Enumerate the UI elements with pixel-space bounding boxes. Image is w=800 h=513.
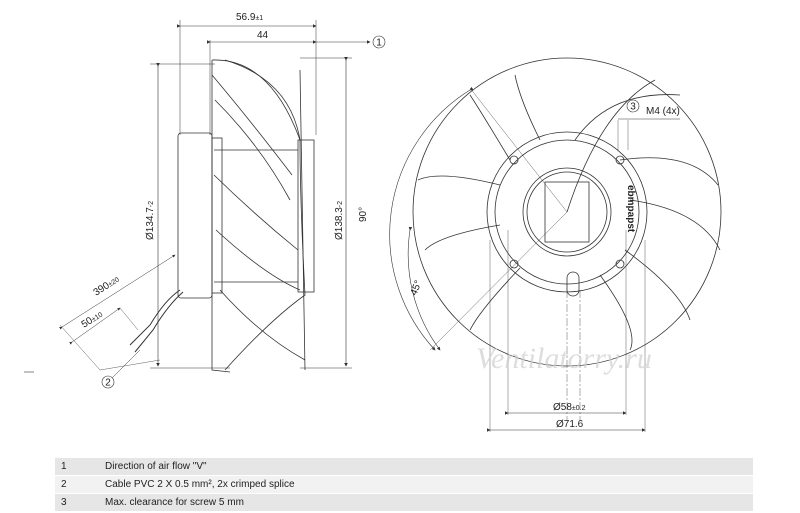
legend-number: 2 (55, 475, 99, 494)
legend-number: 3 (55, 493, 99, 512)
dim-cable-length: 390±20 (92, 274, 122, 299)
dim-width-total: 56.9±1 (236, 12, 263, 23)
dim-strip-length: 50±10 (80, 309, 105, 331)
dim-width-inner: 44 (257, 30, 269, 41)
brand-logo: ebmpapst (625, 185, 636, 233)
watermark: Ventilatorry.ru (476, 342, 652, 375)
legend-text: Direction of air flow "V" (99, 458, 753, 476)
callout-2-circle (101, 375, 115, 389)
dim-hub-large: Ø71.6 (556, 419, 584, 430)
dim-hub-small: Ø58±0.2 (553, 402, 586, 413)
technical-drawing: 1 2 56.9±1 44 Ø134.7-2 Ø138.3-2 390±20 5… (24, 12, 722, 432)
dim-angle-90: 90° (358, 207, 369, 222)
legend-text: Cable PVC 2 X 0.5 mm², 2x crimped splice (99, 475, 753, 494)
callout-2: 2 (105, 378, 111, 389)
callout-3: 3 (630, 102, 636, 113)
dim-screw: M4 (4x) (646, 106, 680, 117)
dim-dia-blade: Ø134.7-2 (145, 201, 156, 240)
callout-1: 1 (376, 38, 382, 49)
legend-text: Max. clearance for screw 5 mm (99, 493, 753, 512)
front-view (389, 57, 722, 432)
callout-3-circle (626, 99, 640, 113)
dim-dia-outer: Ø138.3-2 (334, 201, 345, 240)
callout-1-circle (372, 35, 386, 49)
dim-angle-45: 45° (409, 279, 425, 297)
legend-number: 1 (55, 458, 99, 476)
side-view (24, 20, 371, 379)
